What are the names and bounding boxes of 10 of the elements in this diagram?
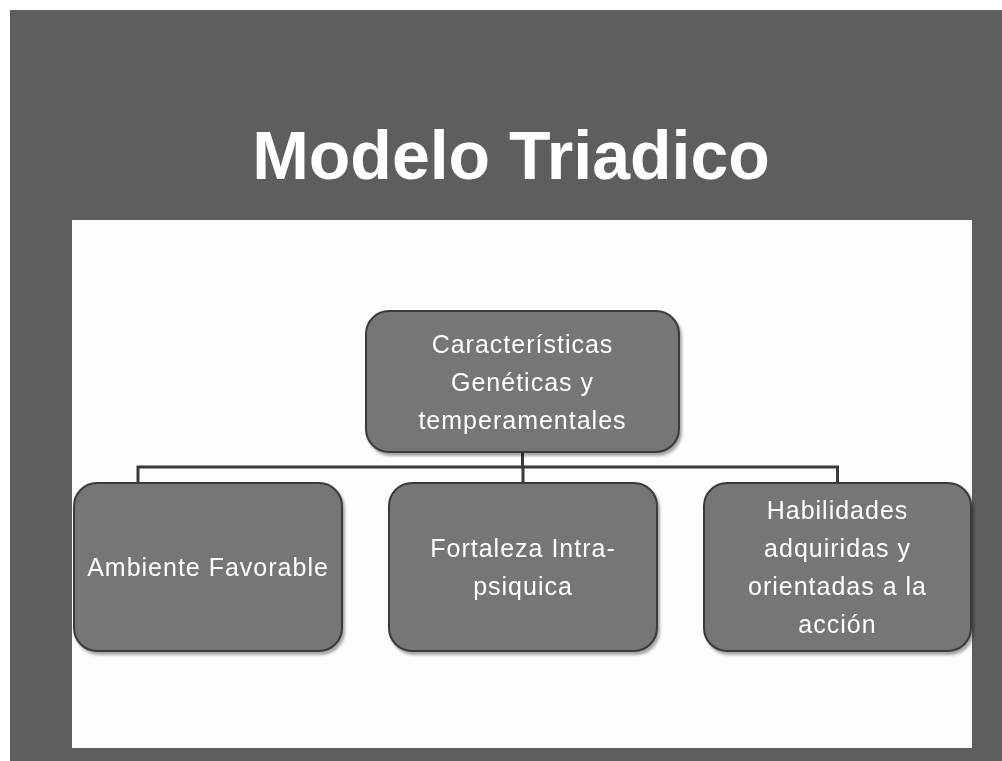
child-box bbox=[703, 482, 972, 652]
box-label: Características Genéticas y temperamentales bbox=[417, 328, 628, 436]
box-label: Fortaleza Intra-psiquica bbox=[429, 533, 617, 602]
title: Modelo Triadico bbox=[251, 116, 771, 195]
child-box bbox=[388, 482, 658, 652]
child-box bbox=[73, 482, 343, 652]
box-label: Habilidades adquiridas y orientadas a la acción bbox=[747, 495, 928, 640]
parent-box bbox=[365, 310, 680, 453]
box-label: Ambiente Favorable bbox=[86, 552, 330, 583]
connector-line bbox=[521, 453, 839, 482]
